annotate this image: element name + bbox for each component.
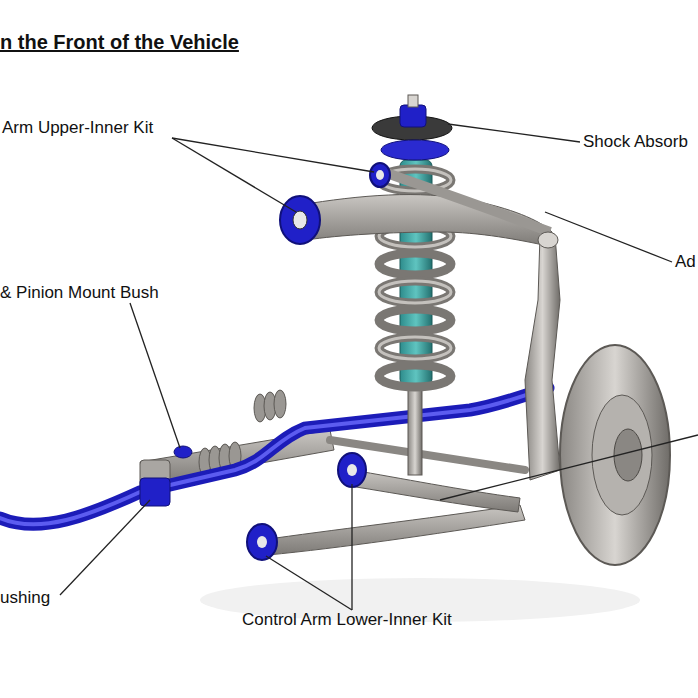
- part-label: Control Arm Lower-Inner Kit: [242, 610, 452, 630]
- top-mount-bush: [400, 105, 426, 127]
- part-label: Shock Absorb: [583, 132, 688, 152]
- brake-rotor: [560, 345, 670, 565]
- steering-knuckle: [525, 235, 560, 480]
- pinion-bush: [174, 446, 192, 458]
- part-label: ushing: [0, 588, 50, 608]
- leader-lines: [60, 124, 698, 610]
- rotor-hat: [592, 395, 652, 515]
- lower-arm-rear: [262, 505, 525, 555]
- upper-inner-bushing-front: [280, 196, 320, 244]
- diagram-title: n the Front of the Vehicle: [0, 30, 239, 54]
- lower-inner-bushing-rear: [247, 524, 277, 560]
- bushing-sleeve: [347, 464, 357, 476]
- lower-inner-bushing-front: [338, 453, 366, 487]
- lower-arm-front: [350, 470, 520, 512]
- part-label: Arm Upper-Inner Kit: [2, 118, 153, 138]
- sway-bar-bushing: [140, 478, 170, 506]
- upper-inner-bushing-rear: [370, 163, 390, 187]
- sway-bar-highlight: [0, 388, 548, 524]
- bushing-sleeve: [376, 170, 384, 180]
- bushing-sleeve: [293, 211, 307, 229]
- part-label: & Pinion Mount Bush: [0, 283, 159, 303]
- spring-seat-bush: [381, 140, 449, 160]
- upper-ball-joint: [538, 232, 558, 248]
- part-label: Ad: [675, 252, 696, 272]
- sway-bar: [0, 388, 548, 524]
- upper-arm-rear-leg: [378, 170, 550, 232]
- top-stud: [408, 95, 418, 107]
- bushing-sleeve: [257, 536, 267, 548]
- shock-rod: [408, 380, 422, 475]
